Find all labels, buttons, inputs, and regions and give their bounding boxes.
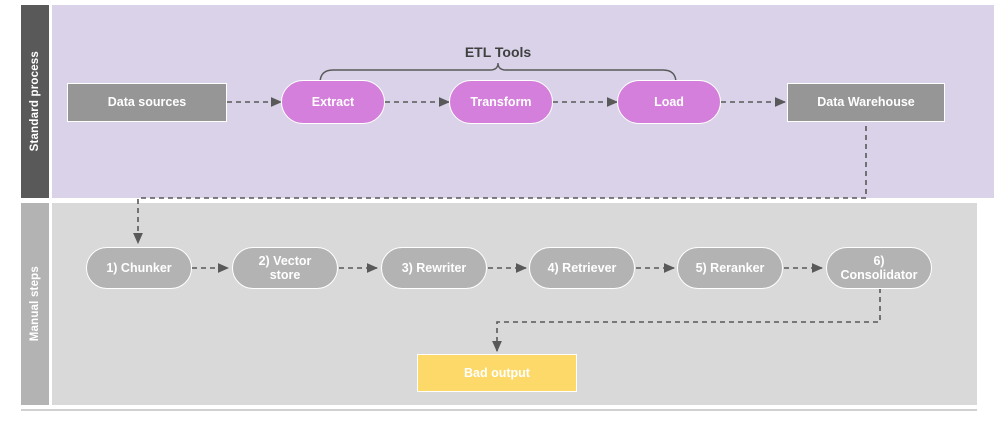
etl-tools-label: ETL Tools	[464, 44, 532, 60]
node-chunker[interactable]: 1) Chunker	[86, 247, 192, 289]
node-vector-store[interactable]: 2) Vector store	[232, 247, 338, 289]
node-data-sources[interactable]: Data sources	[67, 83, 227, 122]
lane-header-standard-process: Standard process	[21, 5, 49, 198]
node-reranker[interactable]: 5) Reranker	[677, 247, 783, 289]
lane-label-standard-process: Standard process	[29, 51, 41, 152]
node-bad-output[interactable]: Bad output	[417, 354, 577, 392]
node-load[interactable]: Load	[617, 80, 721, 124]
node-extract[interactable]: Extract	[281, 80, 385, 124]
lane-label-manual-steps: Manual steps	[29, 266, 41, 342]
node-transform[interactable]: Transform	[449, 80, 553, 124]
lane-header-manual-steps: Manual steps	[21, 203, 49, 405]
node-rewriter[interactable]: 3) Rewriter	[381, 247, 487, 289]
node-retriever[interactable]: 4) Retriever	[529, 247, 635, 289]
bottom-divider	[21, 409, 977, 411]
node-consolidator[interactable]: 6) Consolidator	[826, 247, 932, 289]
node-data-warehouse[interactable]: Data Warehouse	[787, 83, 945, 122]
